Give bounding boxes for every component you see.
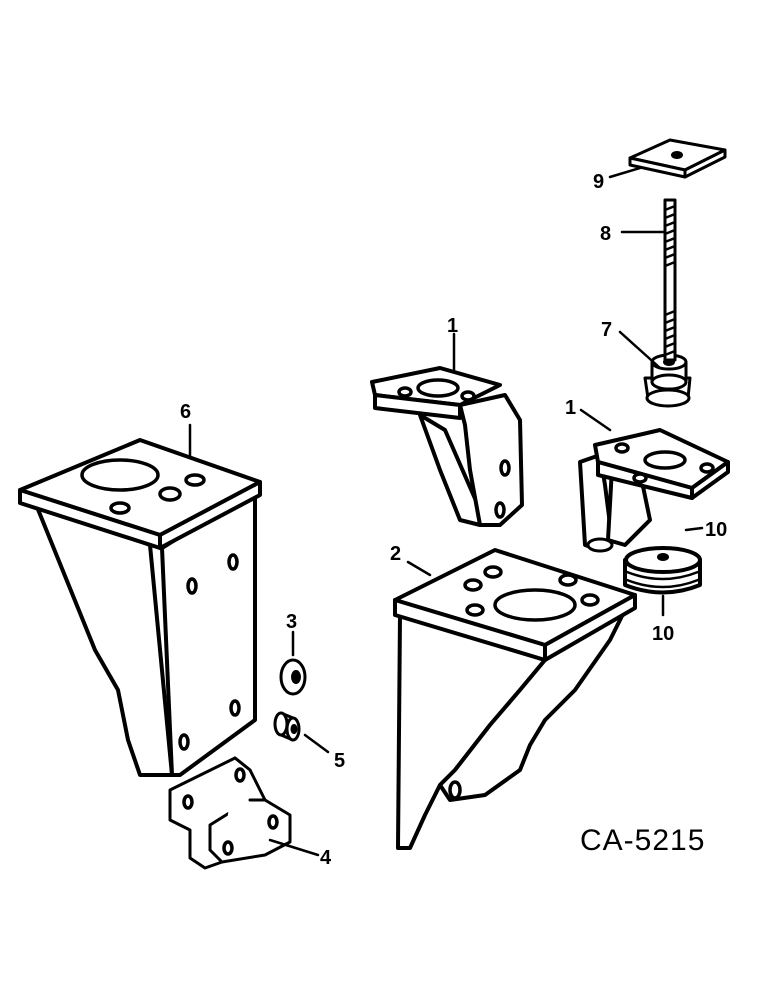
part-1-bracket-upper	[370, 366, 524, 527]
callout-8: 8	[600, 223, 611, 245]
callouts: 6 3 5 4 2 1 1 7 8 9 10 10	[180, 171, 727, 869]
part-4-clip	[168, 756, 292, 870]
callout-10-upper: 10	[705, 519, 727, 541]
part-5-spacer	[273, 711, 301, 742]
figure-code: CA-5215	[580, 824, 705, 857]
callout-10-lower: 10	[652, 623, 674, 645]
part-6-bracket	[18, 438, 262, 777]
callout-9: 9	[593, 171, 604, 193]
part-8-stud	[663, 198, 677, 362]
part-2-bracket	[393, 548, 637, 850]
part-9-plate	[628, 138, 727, 179]
callout-1-right: 1	[565, 397, 576, 419]
callout-3: 3	[286, 611, 297, 633]
part-3-washer	[279, 658, 307, 696]
callout-7: 7	[601, 319, 612, 341]
part-10-isolator	[623, 546, 702, 595]
part-1-bracket-right	[578, 428, 730, 553]
leader-lines	[188, 166, 704, 857]
callout-1-upper: 1	[447, 315, 458, 337]
part-7-nut	[643, 353, 692, 408]
callout-4: 4	[320, 847, 332, 869]
callout-2: 2	[390, 543, 401, 565]
callout-6: 6	[180, 401, 191, 423]
callout-5: 5	[334, 750, 345, 772]
